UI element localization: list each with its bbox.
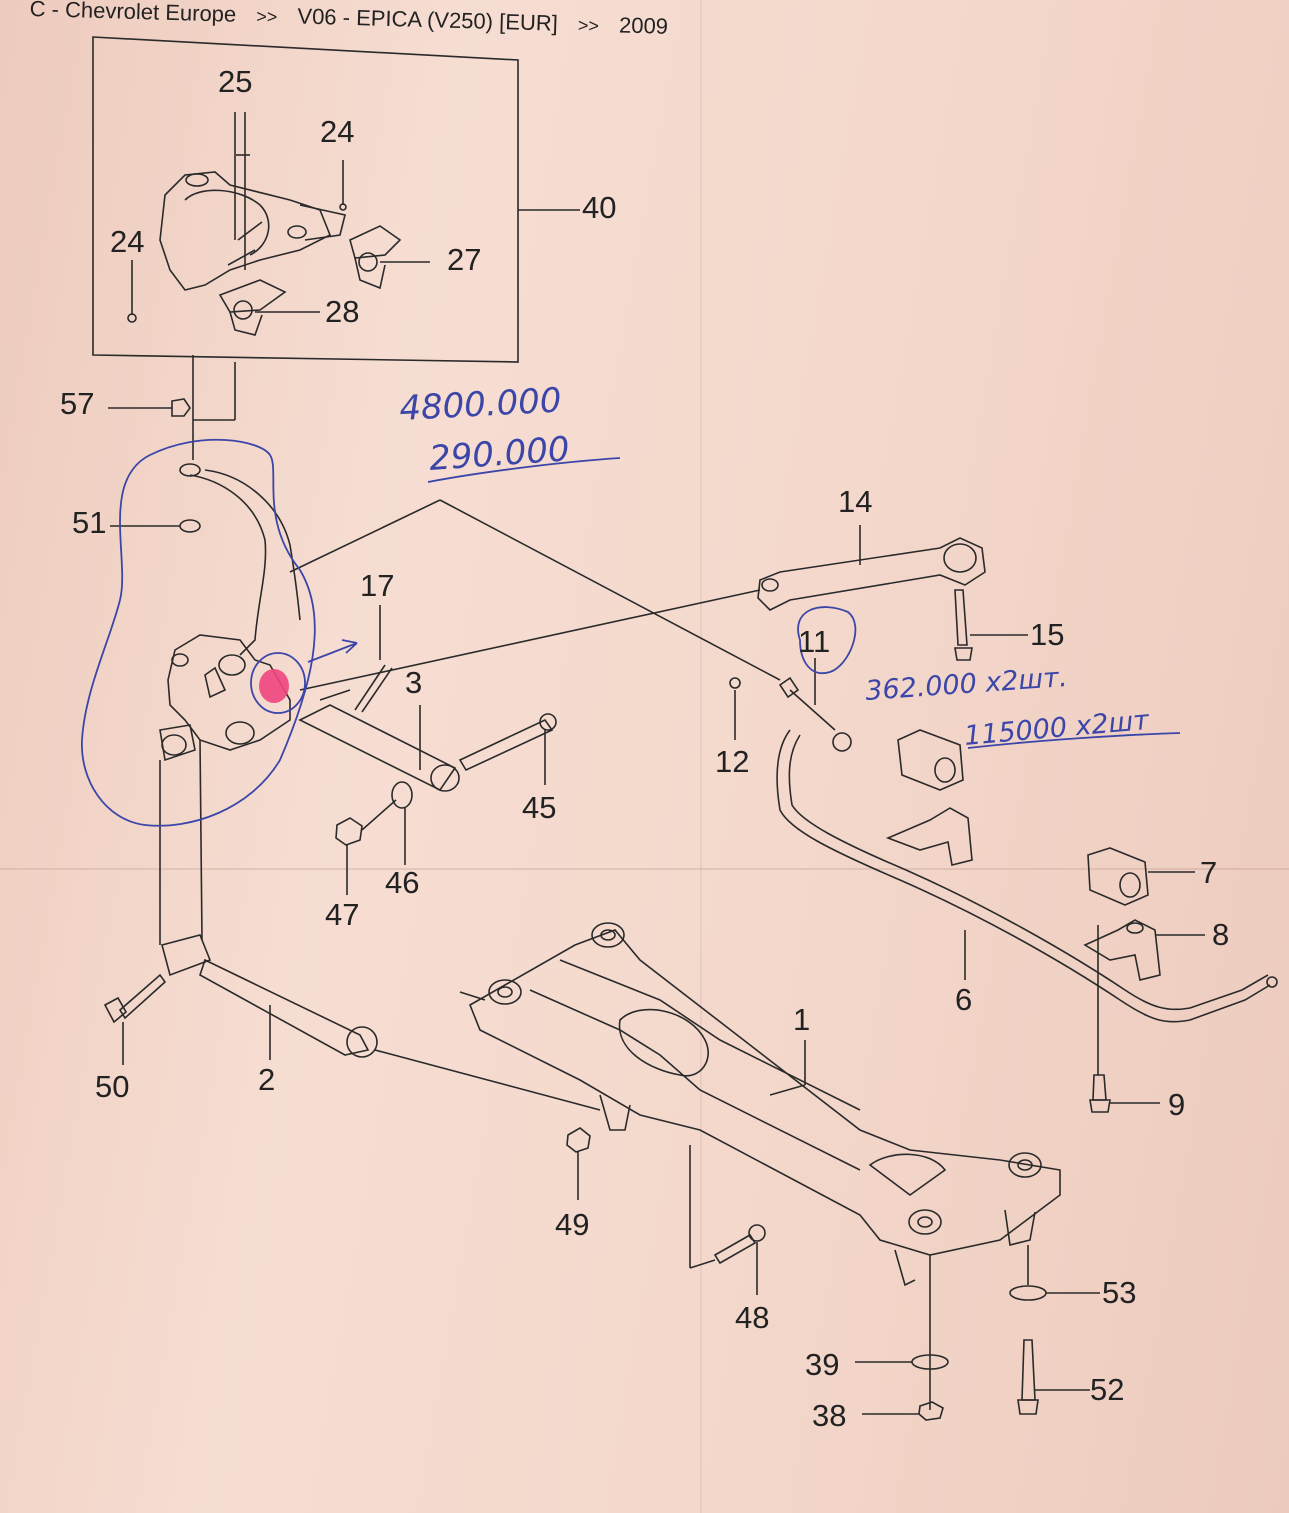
callout-50: 50 bbox=[95, 1069, 129, 1104]
bushing-upper bbox=[897, 729, 964, 791]
crossmember-1 bbox=[459, 922, 1061, 1287]
bracket-upper bbox=[885, 807, 973, 866]
callout-15: 15 bbox=[1030, 617, 1064, 652]
callout-45: 45 bbox=[522, 790, 556, 825]
nut-57 bbox=[171, 398, 191, 417]
bushing-7 bbox=[1087, 847, 1195, 906]
detail-inset-box bbox=[92, 36, 519, 363]
callout-52: 52 bbox=[1090, 1372, 1124, 1407]
bolt-52 bbox=[1021, 1339, 1036, 1401]
callout-51: 51 bbox=[72, 505, 106, 540]
callout-24: 24 bbox=[320, 114, 354, 149]
inset-knuckle-drawing bbox=[127, 171, 402, 336]
stabilizer-bar-6 bbox=[776, 729, 1278, 1023]
pen-annotations bbox=[81, 438, 1181, 827]
callout-3: 3 bbox=[405, 665, 422, 700]
arm-14 bbox=[757, 525, 1028, 661]
callout-17: 17 bbox=[360, 568, 394, 603]
bolt-17 bbox=[354, 664, 393, 713]
callout-53: 53 bbox=[1102, 1275, 1136, 1310]
nut-38 bbox=[918, 1401, 944, 1421]
handwritten-price: 4800.000 bbox=[398, 381, 562, 429]
pen-arrow bbox=[307, 639, 358, 663]
callout-11: 11 bbox=[798, 624, 830, 659]
callout-38: 38 bbox=[812, 1398, 846, 1433]
highlighted-bushing bbox=[259, 669, 289, 703]
callout-24: 24 bbox=[110, 224, 144, 259]
washer-53 bbox=[1009, 1285, 1047, 1301]
leader-1 bbox=[769, 1084, 806, 1096]
callout-39: 39 bbox=[805, 1347, 839, 1382]
callout-9: 9 bbox=[1168, 1087, 1185, 1122]
pen-circle-bushing bbox=[250, 652, 306, 714]
knuckle-assembly bbox=[110, 463, 301, 945]
fold-line-horizontal bbox=[0, 868, 1289, 870]
handwritten-price: 290.000 bbox=[428, 429, 571, 479]
end-link-11 bbox=[778, 676, 800, 699]
nut-49 bbox=[566, 1127, 591, 1153]
nut-47 bbox=[335, 817, 363, 846]
callout-8: 8 bbox=[1212, 917, 1229, 952]
handwritten-notes: 4800.000 290.000 362.000 x2шт. 115000 x2… bbox=[398, 381, 1151, 752]
callout-1: 1 bbox=[793, 1002, 810, 1037]
pen-underline-1 bbox=[427, 457, 621, 483]
bracket-8 bbox=[1083, 919, 1205, 981]
bolt-48 bbox=[713, 1233, 757, 1265]
callout-25: 25 bbox=[218, 64, 252, 99]
nut-12 bbox=[729, 677, 741, 689]
callout-14: 14 bbox=[838, 484, 872, 519]
link-3 bbox=[298, 689, 460, 792]
bolt-50 bbox=[118, 973, 167, 1020]
pen-outline-knuckle bbox=[81, 438, 316, 827]
link-2 bbox=[161, 934, 601, 1111]
callout-7: 7 bbox=[1200, 855, 1217, 890]
fold-line-vertical bbox=[700, 0, 702, 1513]
washer-46 bbox=[391, 781, 413, 809]
pen-circle-11 bbox=[797, 606, 857, 675]
callout-49: 49 bbox=[555, 1207, 589, 1242]
callout-27: 27 bbox=[447, 242, 481, 277]
callout-2: 2 bbox=[258, 1062, 275, 1097]
bolt-9 bbox=[1092, 1074, 1107, 1101]
callout-6: 6 bbox=[955, 982, 972, 1017]
handwritten-price: 362.000 x2шт. bbox=[864, 662, 1068, 707]
callout-48: 48 bbox=[735, 1300, 769, 1335]
callout-28: 28 bbox=[325, 294, 359, 329]
pen-underline-2 bbox=[967, 732, 1181, 749]
callout-47: 47 bbox=[325, 897, 359, 932]
callout-57: 57 bbox=[60, 386, 94, 421]
bolt-15 bbox=[954, 647, 973, 661]
callout-labels: 25 24 24 40 27 28 57 51 14 17 15 11 3 12… bbox=[60, 64, 1229, 1433]
callout-40: 40 bbox=[582, 190, 616, 225]
handwritten-price: 115000 x2шт bbox=[963, 705, 1152, 752]
callout-46: 46 bbox=[385, 865, 419, 900]
callout-12: 12 bbox=[715, 744, 749, 779]
bolt-45 bbox=[458, 718, 554, 772]
